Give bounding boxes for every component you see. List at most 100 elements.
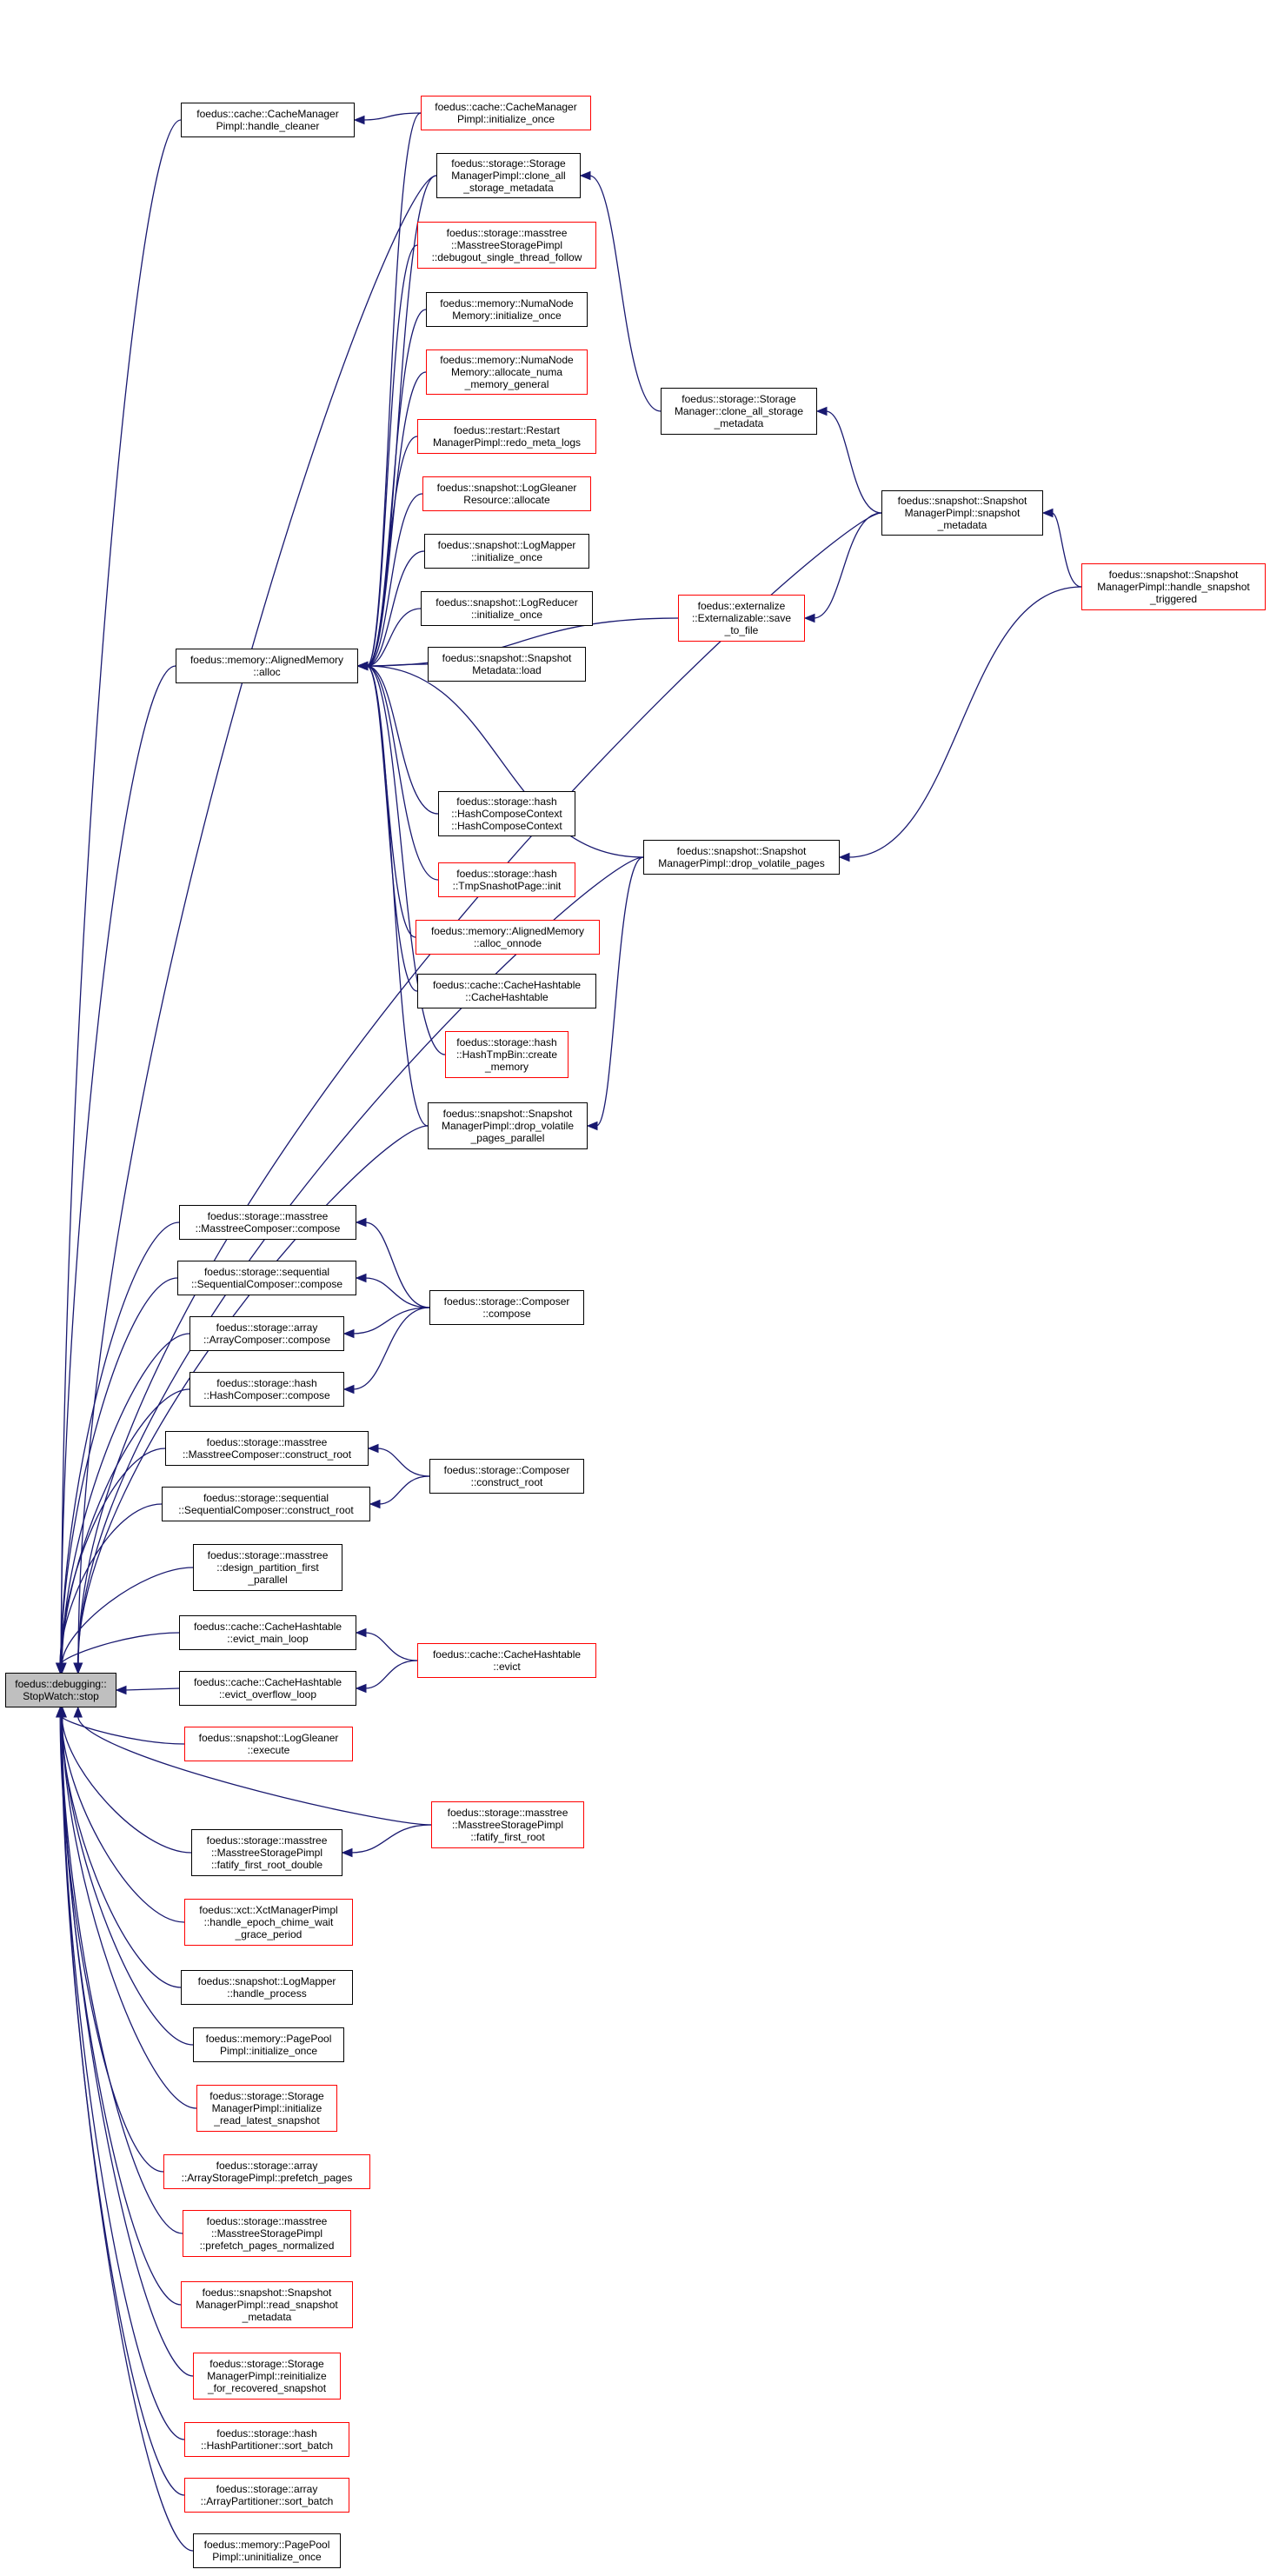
node-array-prefetch[interactable]: foedus::storage::array ::ArrayStoragePim… (163, 2154, 370, 2189)
edge-arrowhead (342, 1328, 355, 1339)
edge-logmapper-init-to-aligned-alloc (366, 550, 425, 667)
edge-epoch-chime-to-root (61, 1715, 185, 1923)
node-debugout[interactable]: foedus::storage::masstree ::MasstreeStor… (417, 222, 596, 269)
edge-drop-volatile-to-aligned-alloc (366, 665, 644, 858)
node-array-compose[interactable]: foedus::storage::array ::ArrayComposer::… (190, 1316, 344, 1351)
edge-clone-all-mgr-to-clone-all-pimpl (588, 175, 662, 412)
edge-clone-all-pimpl-to-root (77, 175, 437, 1665)
node-drop-volatile[interactable]: foedus::snapshot::Snapshot ManagerPimpl:… (643, 840, 840, 875)
node-fatify-first-root[interactable]: foedus::storage::masstree ::MasstreeStor… (431, 1801, 584, 1848)
edge-sequential-construct-root-to-root (59, 1503, 163, 1665)
node-pagepool-init[interactable]: foedus::memory::PagePool Pimpl::initiali… (193, 2027, 344, 2062)
node-read-snapshot-meta[interactable]: foedus::snapshot::Snapshot ManagerPimpl:… (181, 2281, 353, 2328)
edge-aligned-alloc-to-root (60, 665, 176, 1665)
edge-snap-pimpl-meta-to-externalize-save (813, 512, 882, 619)
node-snap-pimpl-meta[interactable]: foedus::snapshot::Snapshot ManagerPimpl:… (881, 490, 1043, 536)
node-fatify-double[interactable]: foedus::storage::masstree ::MasstreeStor… (191, 1829, 342, 1876)
edge-composer-compose-to-hash-compose (352, 1307, 430, 1390)
node-evict-main-loop[interactable]: foedus::cache::CacheHashtable ::evict_ma… (179, 1615, 356, 1650)
edge-drop-volatile-to-drop-volatile-parallel (595, 856, 644, 1127)
edge-arrowhead (369, 1499, 381, 1509)
node-composer-construct-root[interactable]: foedus::storage::Composer ::construct_ro… (429, 1459, 584, 1494)
edge-masstree-construct-root-to-root (59, 1448, 166, 1665)
node-logmapper-handle[interactable]: foedus::snapshot::LogMapper ::handle_pro… (181, 1970, 353, 2005)
edge-arrowhead (341, 1847, 353, 1858)
node-aligned-onnode[interactable]: foedus::memory::AlignedMemory ::alloc_on… (416, 920, 600, 955)
node-snapmeta-load[interactable]: foedus::snapshot::Snapshot Metadata::loa… (428, 647, 586, 682)
edge-array-prefetch-to-root (59, 1715, 164, 2173)
node-evict-overflow-loop[interactable]: foedus::cache::CacheHashtable ::evict_ov… (179, 1671, 356, 1706)
edge-arrowhead (342, 1384, 355, 1395)
node-cache-init-once[interactable]: foedus::cache::CacheManager Pimpl::initi… (421, 96, 591, 130)
edge-composer-compose-to-sequential-compose (364, 1277, 430, 1308)
edge-composer-compose-to-masstree-compose (364, 1221, 430, 1308)
edge-snap-pimpl-meta-to-clone-all-mgr (825, 410, 882, 514)
edge-storage-init-read-to-root (62, 1715, 197, 2109)
edge-arrowhead (355, 1217, 367, 1228)
edge-arrowhead (367, 1443, 379, 1454)
edge-hash-compose-to-root (61, 1388, 190, 1665)
node-masstree-compose[interactable]: foedus::storage::masstree ::MasstreeComp… (179, 1205, 356, 1240)
node-clone-all-mgr[interactable]: foedus::storage::Storage Manager::clone_… (661, 388, 817, 435)
edge-fatify-first-root-to-root (77, 1715, 432, 1826)
node-array-sort-batch[interactable]: foedus::storage::array ::ArrayPartitione… (184, 2478, 349, 2513)
node-epoch-chime[interactable]: foedus::xct::XctManagerPimpl ::handle_ep… (184, 1899, 353, 1946)
edge-hashtmpbin-to-aligned-alloc (366, 665, 446, 1055)
node-cache-hashtable-ctor[interactable]: foedus::cache::CacheHashtable ::CacheHas… (417, 974, 596, 1008)
node-composer-compose[interactable]: foedus::storage::Composer ::compose (429, 1290, 584, 1325)
edge-composer-compose-to-array-compose (352, 1307, 430, 1335)
edge-loggleaner-execute-to-root (61, 1715, 185, 1745)
node-masstree-construct-root[interactable]: foedus::storage::masstree ::MasstreeComp… (165, 1431, 369, 1466)
node-loggleaner-alloc[interactable]: foedus::snapshot::LogGleaner Resource::a… (422, 476, 591, 511)
node-storage-init-read[interactable]: foedus::storage::Storage ManagerPimpl::i… (196, 2085, 337, 2132)
edge-arrowhead (57, 1662, 66, 1674)
edge-arrowhead (355, 1273, 367, 1283)
node-logmapper-init[interactable]: foedus::snapshot::LogMapper ::initialize… (424, 534, 589, 569)
edge-arrowhead (57, 1706, 67, 1718)
node-hashtmpbin[interactable]: foedus::storage::hash ::HashTmpBin::crea… (445, 1031, 569, 1078)
node-handle-triggered[interactable]: foedus::snapshot::Snapshot ManagerPimpl:… (1081, 563, 1266, 610)
node-numa-alloc[interactable]: foedus::memory::NumaNode Memory::allocat… (426, 349, 588, 395)
node-sequential-construct-root[interactable]: foedus::storage::sequential ::Sequential… (162, 1487, 370, 1521)
node-cache-evict[interactable]: foedus::cache::CacheHashtable ::evict (417, 1643, 596, 1678)
node-redo-meta[interactable]: foedus::restart::Restart ManagerPimpl::r… (417, 419, 596, 454)
node-design-partition[interactable]: foedus::storage::masstree ::design_parti… (193, 1544, 342, 1591)
edge-arrowhead (353, 115, 365, 125)
edge-debugout-to-aligned-alloc (366, 244, 418, 667)
node-clone-all-pimpl[interactable]: foedus::storage::Storage ManagerPimpl::c… (436, 153, 581, 198)
node-externalize-save[interactable]: foedus::externalize ::Externalizable::sa… (678, 595, 805, 642)
edge-arrowhead (73, 1706, 83, 1718)
edge-arrowhead (355, 1627, 367, 1638)
edge-arrowhead (838, 852, 850, 862)
node-logreducer-init[interactable]: foedus::snapshot::LogReducer ::initializ… (421, 591, 593, 626)
edge-tmp-snapshot-page-to-aligned-alloc (366, 665, 439, 881)
node-reinitialize[interactable]: foedus::storage::Storage ManagerPimpl::r… (193, 2353, 341, 2400)
edge-arrowhead (815, 406, 828, 416)
node-aligned-alloc[interactable]: foedus::memory::AlignedMemory ::alloc (176, 649, 358, 683)
node-sequential-compose[interactable]: foedus::storage::sequential ::Sequential… (177, 1261, 356, 1295)
node-hash-compose-ctx[interactable]: foedus::storage::hash ::HashComposeConte… (438, 791, 575, 836)
edge-arrowhead (1041, 508, 1054, 518)
node-cache-handle-cleaner[interactable]: foedus::cache::CacheManager Pimpl::handl… (181, 103, 355, 137)
node-hash-compose[interactable]: foedus::storage::hash ::HashComposer::co… (190, 1372, 344, 1407)
edge-sequential-compose-to-root (60, 1277, 178, 1665)
edge-cache-evict-to-evict-overflow-loop (364, 1660, 418, 1689)
node-loggleaner-execute[interactable]: foedus::snapshot::LogGleaner ::execute (184, 1727, 353, 1761)
edge-arrowhead (586, 1121, 598, 1131)
edge-cache-evict-to-evict-main-loop (364, 1632, 418, 1661)
edge-loggleaner-alloc-to-aligned-alloc (366, 493, 423, 667)
node-masstree-prefetch[interactable]: foedus::storage::masstree ::MasstreeStor… (183, 2210, 351, 2257)
node-numa-init[interactable]: foedus::memory::NumaNode Memory::initial… (426, 292, 588, 327)
edge-drop-volatile-parallel-to-aligned-alloc (366, 665, 429, 1127)
edge-redo-meta-to-aligned-alloc (366, 436, 418, 667)
edge-arrowhead (73, 1662, 83, 1674)
edge-hash-compose-ctx-to-aligned-alloc (366, 665, 439, 815)
node-drop-volatile-parallel[interactable]: foedus::snapshot::Snapshot ManagerPimpl:… (428, 1102, 588, 1149)
edge-pagepool-uninit-to-root (61, 1715, 194, 2552)
node-pagepool-uninit[interactable]: foedus::memory::PagePool Pimpl::uninitia… (193, 2533, 341, 2568)
node-hash-sort-batch[interactable]: foedus::storage::hash ::HashPartitioner:… (184, 2422, 349, 2457)
edge-arrowhead (803, 613, 815, 623)
node-tmp-snapshot-page[interactable]: foedus::storage::hash ::TmpSnashotPage::… (438, 862, 575, 897)
edge-design-partition-to-root (61, 1567, 194, 1665)
edge-arrowhead (115, 1685, 127, 1695)
